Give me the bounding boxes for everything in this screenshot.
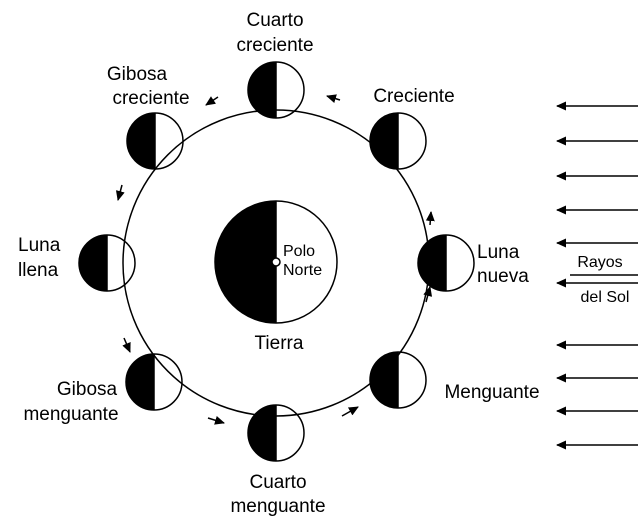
- label-full-moon-line2: llena: [18, 260, 59, 281]
- orbit-arrow: [425, 211, 435, 226]
- moon-waxing-crescent: [369, 112, 427, 170]
- moon-last-quarter: [247, 404, 305, 462]
- label-last-quarter-line1: Cuarto: [249, 472, 306, 493]
- label-waxing-gibbous-line1: Gibosa: [107, 64, 168, 85]
- moon-waning-crescent: [369, 351, 427, 409]
- moon-new: [417, 234, 475, 292]
- earth-globe: [214, 200, 338, 324]
- earth-pole-label-line2: Norte: [283, 262, 322, 279]
- label-new-moon-line2: nueva: [477, 266, 529, 287]
- orbit-arrow: [326, 94, 341, 103]
- label-last-quarter-line2: menguante: [230, 496, 325, 517]
- moon-first-quarter: [247, 61, 305, 119]
- label-first-quarter-line1: Cuarto: [246, 10, 303, 31]
- sun-rays: [556, 101, 638, 450]
- earth-pole-label-line1: Polo: [283, 243, 315, 260]
- label-full-moon-line1: Luna: [18, 235, 61, 256]
- orbit-arrow: [207, 416, 225, 425]
- orbit-arrow: [122, 337, 131, 353]
- north-pole-dot: [271, 257, 281, 267]
- label-waning-gibbous-line1: Gibosa: [57, 379, 118, 400]
- label-new-moon-line1: Luna: [477, 242, 520, 263]
- orbit-arrow: [423, 286, 433, 303]
- label-first-quarter-line2: creciente: [236, 35, 313, 56]
- orbit-arrow: [341, 406, 359, 417]
- label-waning-crescent: Menguante: [444, 382, 539, 403]
- sun-rays-label-line1: Rayos: [577, 254, 622, 271]
- earth-label: Tierra: [255, 333, 304, 354]
- label-waxing-gibbous-line2: creciente: [112, 88, 189, 109]
- label-waxing-crescent: Creciente: [373, 86, 454, 107]
- orbit-arrow: [115, 184, 125, 201]
- moon-full: [78, 234, 136, 292]
- orbit-direction-arrows: [115, 94, 435, 425]
- sun-rays-label-line2: del Sol: [581, 289, 630, 306]
- orbit-arrow: [205, 96, 219, 106]
- label-waning-gibbous-line2: menguante: [23, 404, 118, 425]
- moon-waxing-gibbous: [126, 112, 184, 170]
- moon-waning-gibbous: [125, 353, 183, 411]
